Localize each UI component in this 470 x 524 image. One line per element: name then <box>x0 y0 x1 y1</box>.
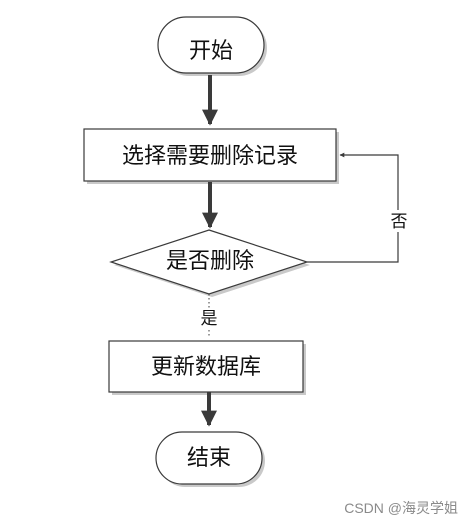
no-label: 否 <box>391 212 408 232</box>
start-node: 开始 <box>157 16 267 76</box>
end-node: 结束 <box>155 431 265 487</box>
start-label: 开始 <box>189 39 233 64</box>
watermark-text: CSDN @海灵学姐 <box>344 500 458 516</box>
update-database-node: 更新数据库 <box>108 340 306 395</box>
select-record-node: 选择需要删除记录 <box>83 128 339 184</box>
yes-label: 是 <box>201 309 218 329</box>
arrow-no-loop <box>307 152 399 263</box>
decision-label: 是否删除 <box>166 249 254 274</box>
select-record-label: 选择需要删除记录 <box>122 144 298 169</box>
end-label: 结束 <box>187 446 231 471</box>
decision-node: 是否删除 <box>109 229 310 297</box>
update-database-label: 更新数据库 <box>151 355 261 380</box>
